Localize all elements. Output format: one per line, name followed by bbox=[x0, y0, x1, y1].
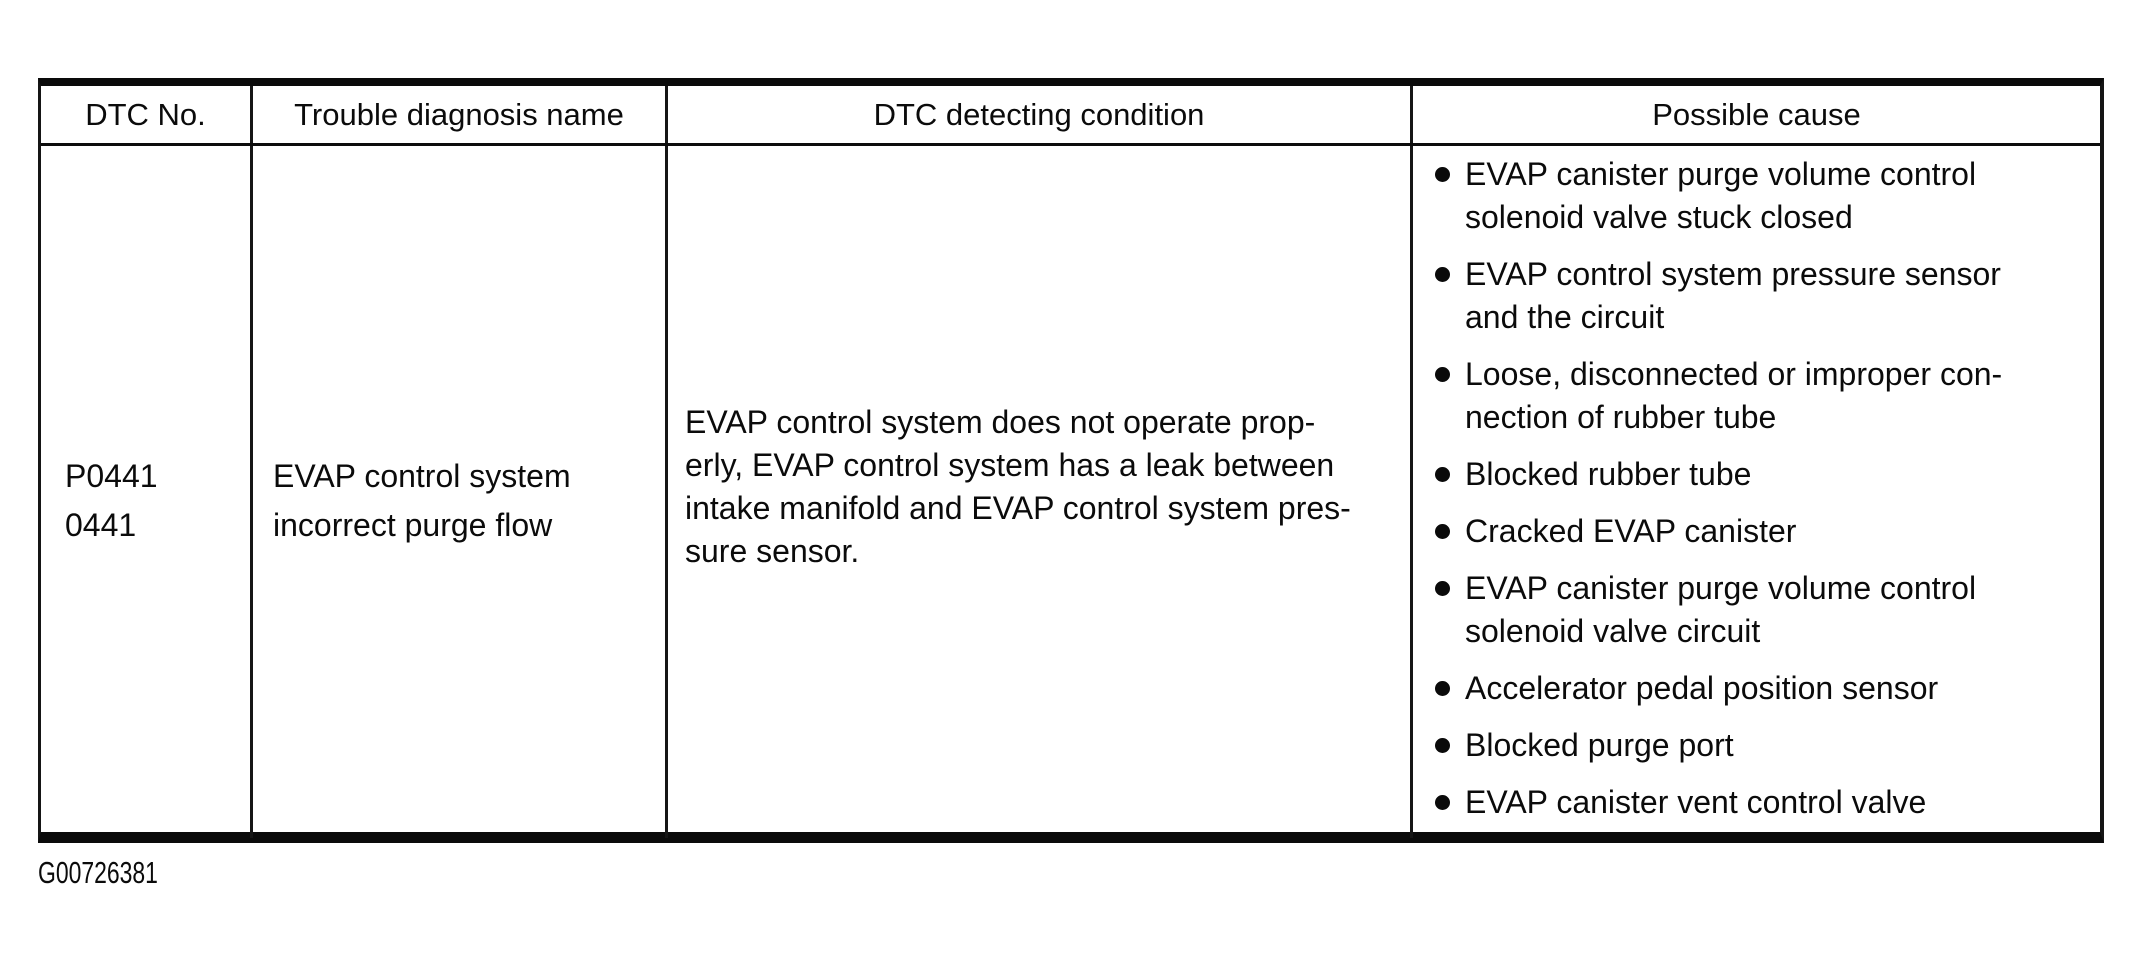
possible-cause-item: Accelerator pedal position sensor bbox=[1435, 667, 2094, 710]
possible-cause-item: Loose, disconnected or improper con-nect… bbox=[1435, 353, 2094, 439]
header-possible-cause: Possible cause bbox=[1652, 97, 1861, 132]
bullet-icon bbox=[1435, 467, 1450, 482]
possible-cause-line: Cracked EVAP canister bbox=[1465, 513, 1797, 549]
dtc-detecting-condition-text: EVAP control system does not operate pro… bbox=[685, 401, 1400, 573]
trouble-diagnosis-name-value: EVAP control system incorrect purge flow bbox=[273, 452, 665, 550]
possible-cause-text: EVAP canister purge volume control soleno… bbox=[1465, 567, 1976, 653]
dtc-detecting-condition-line: erly, EVAP control system has a leak bet… bbox=[685, 447, 1335, 483]
possible-cause-text: EVAP canister vent control valve bbox=[1465, 781, 1926, 824]
dtc-table: DTC No. Trouble diagnosis name DTC detec… bbox=[38, 78, 2104, 843]
possible-cause-line: EVAP canister purge volume control bbox=[1465, 156, 1977, 192]
possible-cause-item: EVAP canister vent control valve bbox=[1435, 781, 2094, 824]
cell-dtc-detecting-condition: EVAP control system does not operate pro… bbox=[668, 146, 1413, 838]
possible-cause-line: EVAP control system pressure sensor bbox=[1465, 256, 2001, 292]
dtc-no-line: P0441 bbox=[65, 458, 158, 494]
possible-cause-text: Cracked EVAP canister bbox=[1465, 510, 1796, 553]
dtc-detecting-condition-line: intake manifold and EVAP control system … bbox=[685, 490, 1351, 526]
possible-cause-text: Loose, disconnected or improper con-nect… bbox=[1465, 353, 2002, 439]
possible-cause-item: Blocked rubber tube bbox=[1435, 453, 2094, 496]
possible-cause-line: and the circuit bbox=[1465, 299, 1665, 335]
possible-cause-line: solenoid valve stuck closed bbox=[1465, 199, 1853, 235]
dtc-no-value: P0441 0441 bbox=[65, 452, 250, 550]
dtc-no-line: 0441 bbox=[65, 507, 137, 543]
header-trouble-diagnosis-name: Trouble diagnosis name bbox=[253, 86, 668, 143]
header-dtc-no: DTC No. bbox=[41, 86, 253, 143]
possible-cause-line: nection of rubber tube bbox=[1465, 399, 1777, 435]
possible-cause-text: EVAP canister purge volume control soleno… bbox=[1465, 153, 1976, 239]
possible-cause-text: Blocked rubber tube bbox=[1465, 453, 1751, 496]
bullet-icon bbox=[1435, 795, 1450, 810]
possible-cause-line: Blocked rubber tube bbox=[1465, 456, 1752, 492]
trouble-diagnosis-name-line: incorrect purge flow bbox=[273, 507, 553, 543]
possible-cause-line: Loose, disconnected or improper con- bbox=[1465, 356, 2003, 392]
possible-cause-line: Blocked purge port bbox=[1465, 727, 1734, 763]
dtc-detecting-condition-line: sure sensor. bbox=[685, 533, 860, 569]
possible-cause-item: EVAP control system pressure sensor and t… bbox=[1435, 253, 2094, 339]
possible-cause-item: EVAP canister purge volume control soleno… bbox=[1435, 153, 2094, 239]
possible-cause-item: Blocked purge port bbox=[1435, 724, 2094, 767]
possible-cause-item: Cracked EVAP canister bbox=[1435, 510, 2094, 553]
possible-cause-line: EVAP canister purge volume control bbox=[1465, 570, 1977, 606]
header-dtc-detecting-condition: DTC detecting condition bbox=[668, 86, 1413, 143]
bullet-icon bbox=[1435, 738, 1450, 753]
figure-id-label: G00726381 bbox=[38, 855, 158, 890]
bullet-icon bbox=[1435, 681, 1450, 696]
dtc-detecting-condition-line: EVAP control system does not operate pro… bbox=[685, 404, 1316, 440]
possible-cause-text: Accelerator pedal position sensor bbox=[1465, 667, 1938, 710]
possible-cause-text: EVAP control system pressure sensor and t… bbox=[1465, 253, 2001, 339]
table-row: P0441 0441 EVAP control system incorrect p… bbox=[41, 146, 2100, 838]
cell-dtc-no: P0441 0441 bbox=[41, 146, 253, 838]
dtc-table-header: DTC No. Trouble diagnosis name DTC detec… bbox=[41, 86, 2100, 146]
cell-possible-cause: EVAP canister purge volume control soleno… bbox=[1413, 146, 2100, 838]
bullet-icon bbox=[1435, 581, 1450, 596]
trouble-diagnosis-name-line: EVAP control system bbox=[273, 458, 571, 494]
bullet-icon bbox=[1435, 367, 1450, 382]
possible-cause-item: EVAP canister purge volume control soleno… bbox=[1435, 567, 2094, 653]
possible-cause-line: EVAP canister vent control valve bbox=[1465, 784, 1927, 820]
bullet-icon bbox=[1435, 267, 1450, 282]
possible-cause-line: solenoid valve circuit bbox=[1465, 613, 1761, 649]
possible-cause-text: Blocked purge port bbox=[1465, 724, 1734, 767]
possible-cause-line: Accelerator pedal position sensor bbox=[1465, 670, 1939, 706]
bullet-icon bbox=[1435, 524, 1450, 539]
cell-trouble-diagnosis-name: EVAP control system incorrect purge flow bbox=[253, 146, 668, 838]
bullet-icon bbox=[1435, 167, 1450, 182]
